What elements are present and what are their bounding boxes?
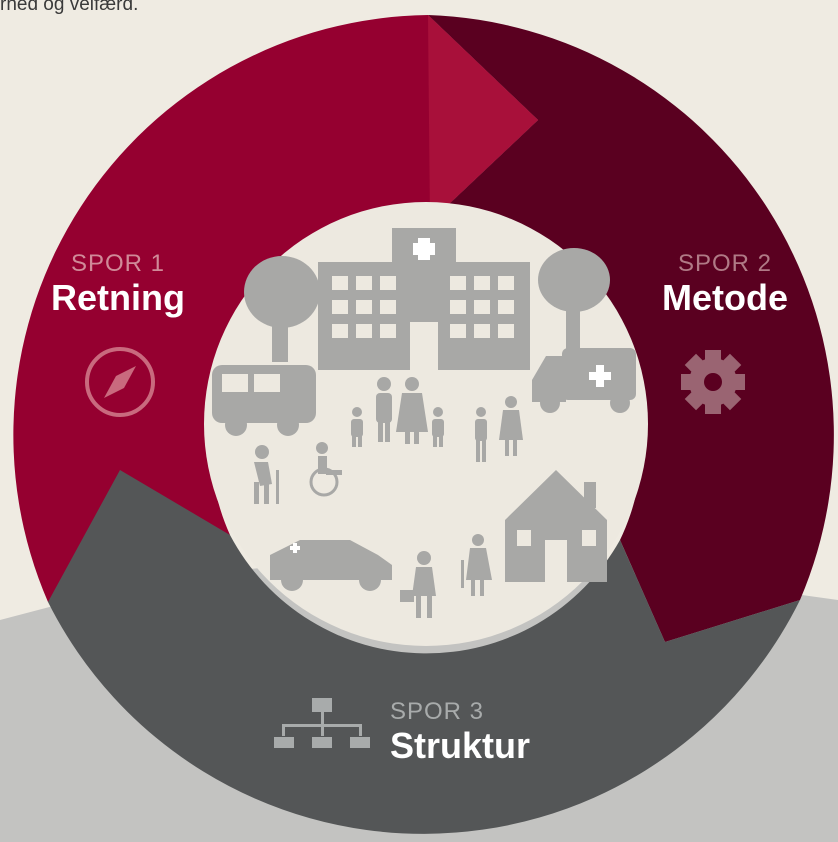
family-icon	[351, 377, 523, 462]
hospital-icon	[318, 228, 530, 370]
ring-arrow-tip	[428, 15, 538, 222]
gear-icon	[681, 350, 745, 414]
wheelchair-icon	[309, 442, 342, 497]
tree-icon	[538, 248, 610, 350]
track-3-name: Struktur	[390, 725, 531, 766]
track-2-name: Metode	[662, 277, 788, 318]
compass-icon	[85, 347, 155, 417]
tree-icon	[244, 256, 320, 362]
person-with-briefcase-icon	[400, 551, 436, 618]
track-1-label: SPOR 1 Retning	[28, 250, 208, 318]
bus-icon	[212, 365, 316, 436]
track-2-number: SPOR 2	[677, 250, 773, 277]
house-icon	[505, 470, 607, 582]
ring-segment-metode	[428, 15, 834, 642]
track-1-name: Retning	[51, 277, 185, 318]
elderly-icon	[254, 445, 279, 504]
car-icon	[270, 540, 392, 591]
org-chart-icon	[274, 698, 370, 748]
track-1-number: SPOR 1	[70, 250, 166, 277]
track-2-label: SPOR 2 Metode	[640, 250, 810, 318]
ring-segment-struktur	[48, 470, 800, 834]
track-3-label: SPOR 3 Struktur	[390, 698, 530, 766]
ambulance-icon	[532, 337, 636, 413]
elderly-icon	[461, 534, 492, 596]
track-3-number: SPOR 3	[390, 698, 485, 725]
ring-segment-retning	[13, 15, 539, 602]
header-text: rhed og velfærd.	[0, 0, 139, 15]
